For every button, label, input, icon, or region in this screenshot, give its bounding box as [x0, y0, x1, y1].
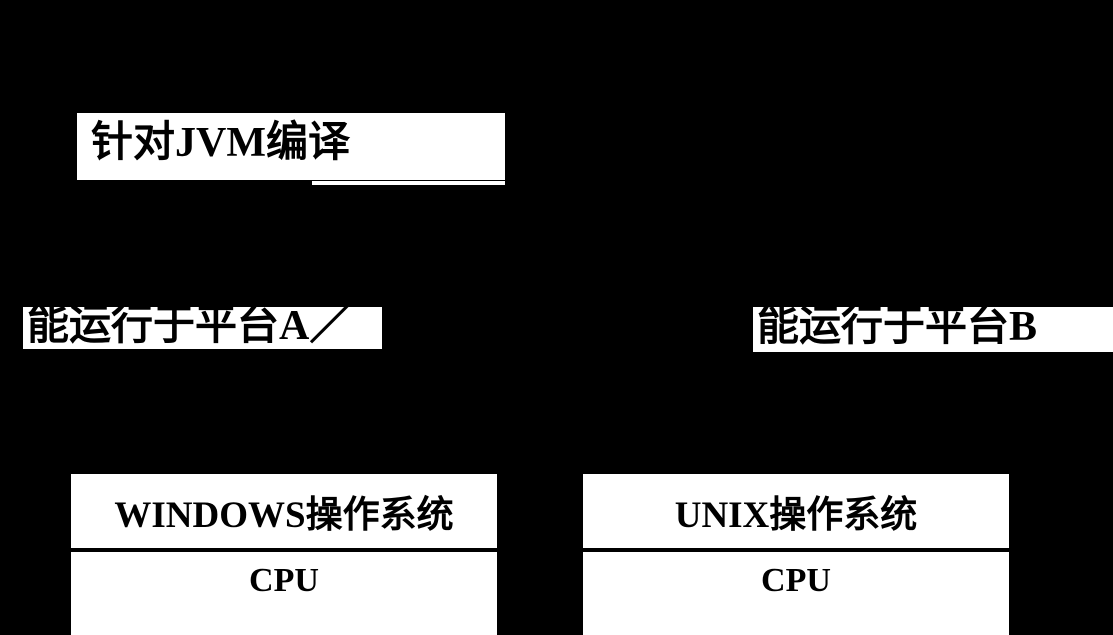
node-platform-a-label: 能运行于平台A／ [27, 303, 352, 349]
unix-stack-divider [583, 548, 1009, 552]
windows-stack-divider [71, 548, 497, 552]
node-jvm-compile[interactable] [77, 113, 505, 180]
node-unix-stack[interactable]: UNIX操作系统 CPU [583, 474, 1009, 635]
node-jvm-compile-label: 针对JVM编译 [91, 120, 350, 166]
node-unix-cpu-label: CPU [761, 562, 831, 599]
connector-jvm-underline [312, 181, 505, 185]
node-windows-stack[interactable]: WINDOWS操作系统 CPU [71, 474, 497, 635]
node-platform-b-label: 能运行于平台B [757, 304, 1038, 350]
node-platform-b[interactable] [753, 307, 1113, 352]
node-windows-os-label: WINDOWS操作系统 [114, 495, 454, 536]
node-windows-cpu-label: CPU [249, 562, 319, 599]
node-platform-a[interactable] [23, 307, 382, 349]
node-unix-os-label: UNIX操作系统 [674, 495, 918, 536]
